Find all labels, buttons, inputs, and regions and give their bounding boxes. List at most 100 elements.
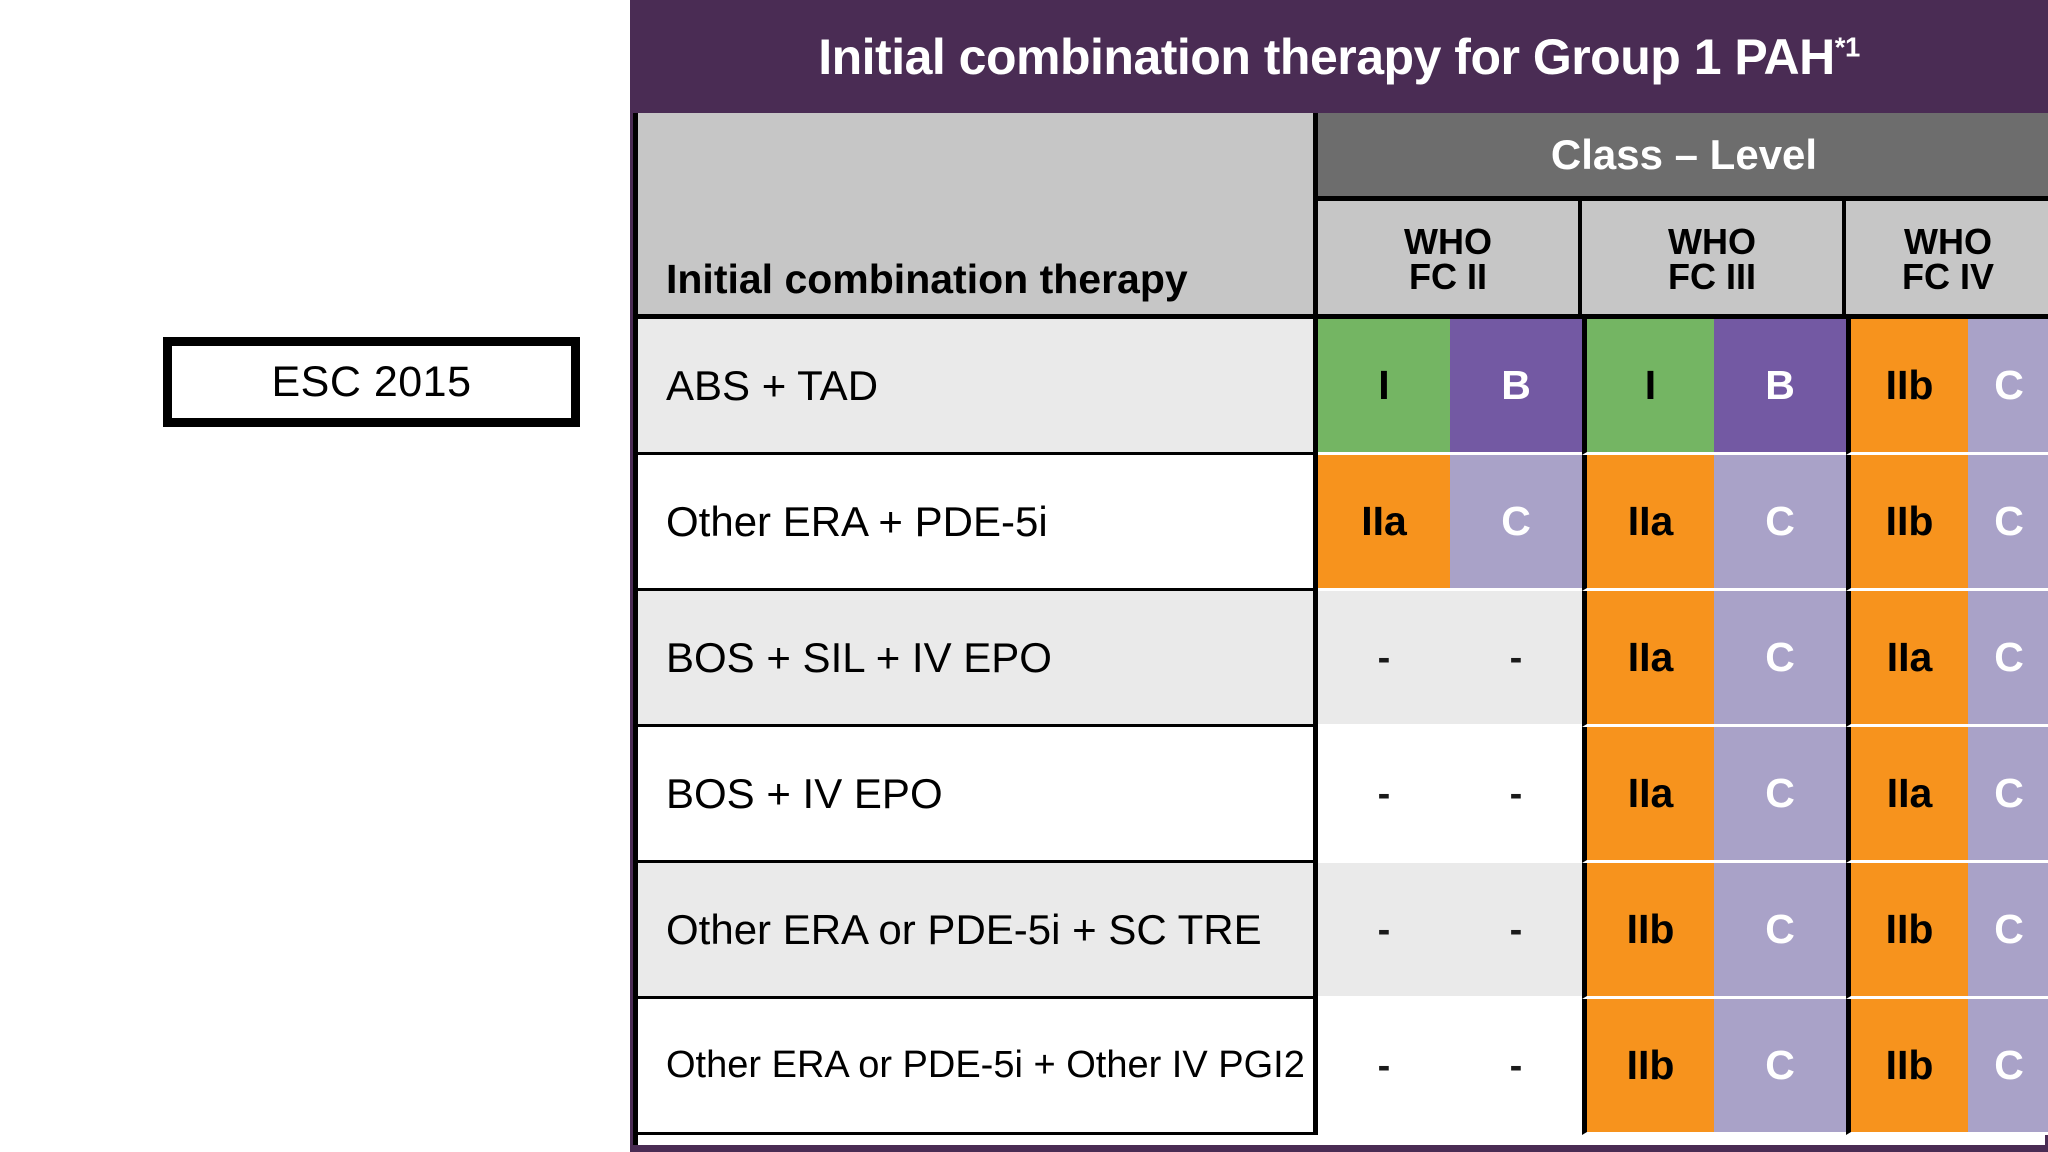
therapy-name: Other ERA or PDE-5i + SC TRE xyxy=(666,905,1262,953)
class-value: IIa xyxy=(1627,634,1674,680)
table-row-therapy-label: Other ERA + PDE-5i xyxy=(638,455,1318,591)
class-value: IIb xyxy=(1885,498,1934,544)
level-value: C xyxy=(1765,498,1795,544)
cell-class-fc1: I xyxy=(1318,319,1450,455)
page-title-text: Initial combination therapy for Group 1 … xyxy=(818,28,1835,85)
guideline-table-panel: Initial combination therapy for Group 1 … xyxy=(630,0,2048,1152)
cell-level-fc2: C xyxy=(1714,591,1846,727)
esc-2015-label: ESC 2015 xyxy=(271,357,472,406)
header-who-fc-line2: FC IV xyxy=(1901,255,1994,297)
cell-level-fc1: B xyxy=(1450,319,1582,455)
therapy-name: BOS + SIL + IV EPO xyxy=(666,633,1052,681)
cell-level-fc2: C xyxy=(1714,727,1846,863)
level-value: C xyxy=(1765,770,1795,816)
cell-level-fc2: B xyxy=(1714,319,1846,455)
cell-class-fc1: - xyxy=(1318,999,1450,1135)
level-value: C xyxy=(1765,634,1795,680)
class-value: - xyxy=(1377,772,1391,815)
level-value: - xyxy=(1509,1044,1523,1087)
page-title-superscript: *1 xyxy=(1834,30,1861,62)
cell-class-fc3: IIa xyxy=(1846,591,1968,727)
level-value: C xyxy=(1501,498,1531,544)
cell-class-fc2: IIb xyxy=(1582,999,1714,1135)
cell-level-fc3: C xyxy=(1968,455,2048,591)
cell-class-fc3: IIb xyxy=(1846,455,1968,591)
class-value: - xyxy=(1377,636,1391,679)
level-value: B xyxy=(1501,362,1531,408)
class-value: IIa xyxy=(1627,498,1674,544)
cell-class-fc2: IIa xyxy=(1582,727,1714,863)
cell-level-fc1: - xyxy=(1450,863,1582,999)
cell-class-fc2: I xyxy=(1582,319,1714,455)
cell-level-fc3: C xyxy=(1968,999,2048,1135)
header-therapy-label: Initial combination therapy xyxy=(666,256,1188,302)
cell-class-fc1: - xyxy=(1318,727,1450,863)
cell-level-fc1: C xyxy=(1450,455,1582,591)
class-value: IIa xyxy=(1886,634,1933,680)
cell-class-fc2: IIa xyxy=(1582,591,1714,727)
header-who-fc-line1: WHO xyxy=(1668,220,1756,262)
class-level-table: Initial combination therapy Class – Level… xyxy=(633,113,2048,1145)
level-value: C xyxy=(1994,498,2024,544)
header-who-fc-line1: WHO xyxy=(1904,220,1992,262)
cell-class-fc2: IIb xyxy=(1582,863,1714,999)
header-class-level-label: Class – Level xyxy=(1550,130,1818,178)
cell-level-fc1: - xyxy=(1450,999,1582,1135)
cell-level-fc3: C xyxy=(1968,591,2048,727)
class-value: IIb xyxy=(1626,906,1675,952)
level-value: C xyxy=(1765,1042,1795,1088)
class-value: I xyxy=(1644,362,1657,408)
table-title-bar: Initial combination therapy for Group 1 … xyxy=(630,0,2048,113)
therapy-name: ABS + TAD xyxy=(666,361,879,409)
level-value: C xyxy=(1994,770,2024,816)
header-therapy-column: Initial combination therapy xyxy=(638,113,1318,319)
class-value: I xyxy=(1378,362,1390,408)
class-value: IIa xyxy=(1886,770,1933,816)
cell-level-fc2: C xyxy=(1714,999,1846,1135)
header-who-fc-line1: WHO xyxy=(1404,220,1492,262)
class-value: IIb xyxy=(1626,1042,1675,1088)
cell-level-fc3: C xyxy=(1968,319,2048,455)
header-who-fc-line2: FC III xyxy=(1668,255,1756,297)
class-value: IIa xyxy=(1361,498,1407,544)
page-title: Initial combination therapy for Group 1 … xyxy=(818,28,1860,86)
table-row-therapy-label: ABS + TAD xyxy=(638,319,1318,455)
cell-class-fc1: IIa xyxy=(1318,455,1450,591)
level-value: C xyxy=(1994,634,2024,680)
cell-level-fc2: C xyxy=(1714,455,1846,591)
level-value: - xyxy=(1509,908,1523,951)
cell-level-fc2: C xyxy=(1714,863,1846,999)
cell-class-fc3: IIb xyxy=(1846,319,1968,455)
class-value: IIb xyxy=(1885,1042,1934,1088)
table-row-therapy-label: BOS + SIL + IV EPO xyxy=(638,591,1318,727)
header-class-level: Class – Level xyxy=(1318,113,2048,201)
cell-class-fc3: IIb xyxy=(1846,863,1968,999)
class-value: IIb xyxy=(1885,362,1934,408)
header-who-fc-line2: FC II xyxy=(1409,255,1487,297)
cell-level-fc3: C xyxy=(1968,863,2048,999)
level-value: B xyxy=(1765,362,1795,408)
level-value: C xyxy=(1994,1042,2024,1088)
level-value: C xyxy=(1994,362,2024,408)
level-value: - xyxy=(1509,772,1523,815)
therapy-name: BOS + IV EPO xyxy=(666,769,943,817)
cell-level-fc3: C xyxy=(1968,727,2048,863)
level-value: - xyxy=(1509,636,1523,679)
level-value: C xyxy=(1765,906,1795,952)
table-row-therapy-label: BOS + IV EPO xyxy=(638,727,1318,863)
class-value: - xyxy=(1377,1044,1391,1087)
therapy-name: Other ERA or PDE-5i + Other IV PGI2 xyxy=(666,1044,1305,1086)
cell-level-fc1: - xyxy=(1450,727,1582,863)
cell-class-fc3: IIb xyxy=(1846,999,1968,1135)
cell-level-fc1: - xyxy=(1450,591,1582,727)
esc-2015-badge: ESC 2015 xyxy=(163,337,580,427)
table-row-therapy-label: Other ERA or PDE-5i + SC TRE xyxy=(638,863,1318,999)
therapy-name: Other ERA + PDE-5i xyxy=(666,497,1048,545)
cell-class-fc3: IIa xyxy=(1846,727,1968,863)
class-value: IIb xyxy=(1885,906,1934,952)
class-value: - xyxy=(1377,908,1391,951)
table-row-therapy-label: Other ERA or PDE-5i + Other IV PGI2 xyxy=(638,999,1318,1135)
